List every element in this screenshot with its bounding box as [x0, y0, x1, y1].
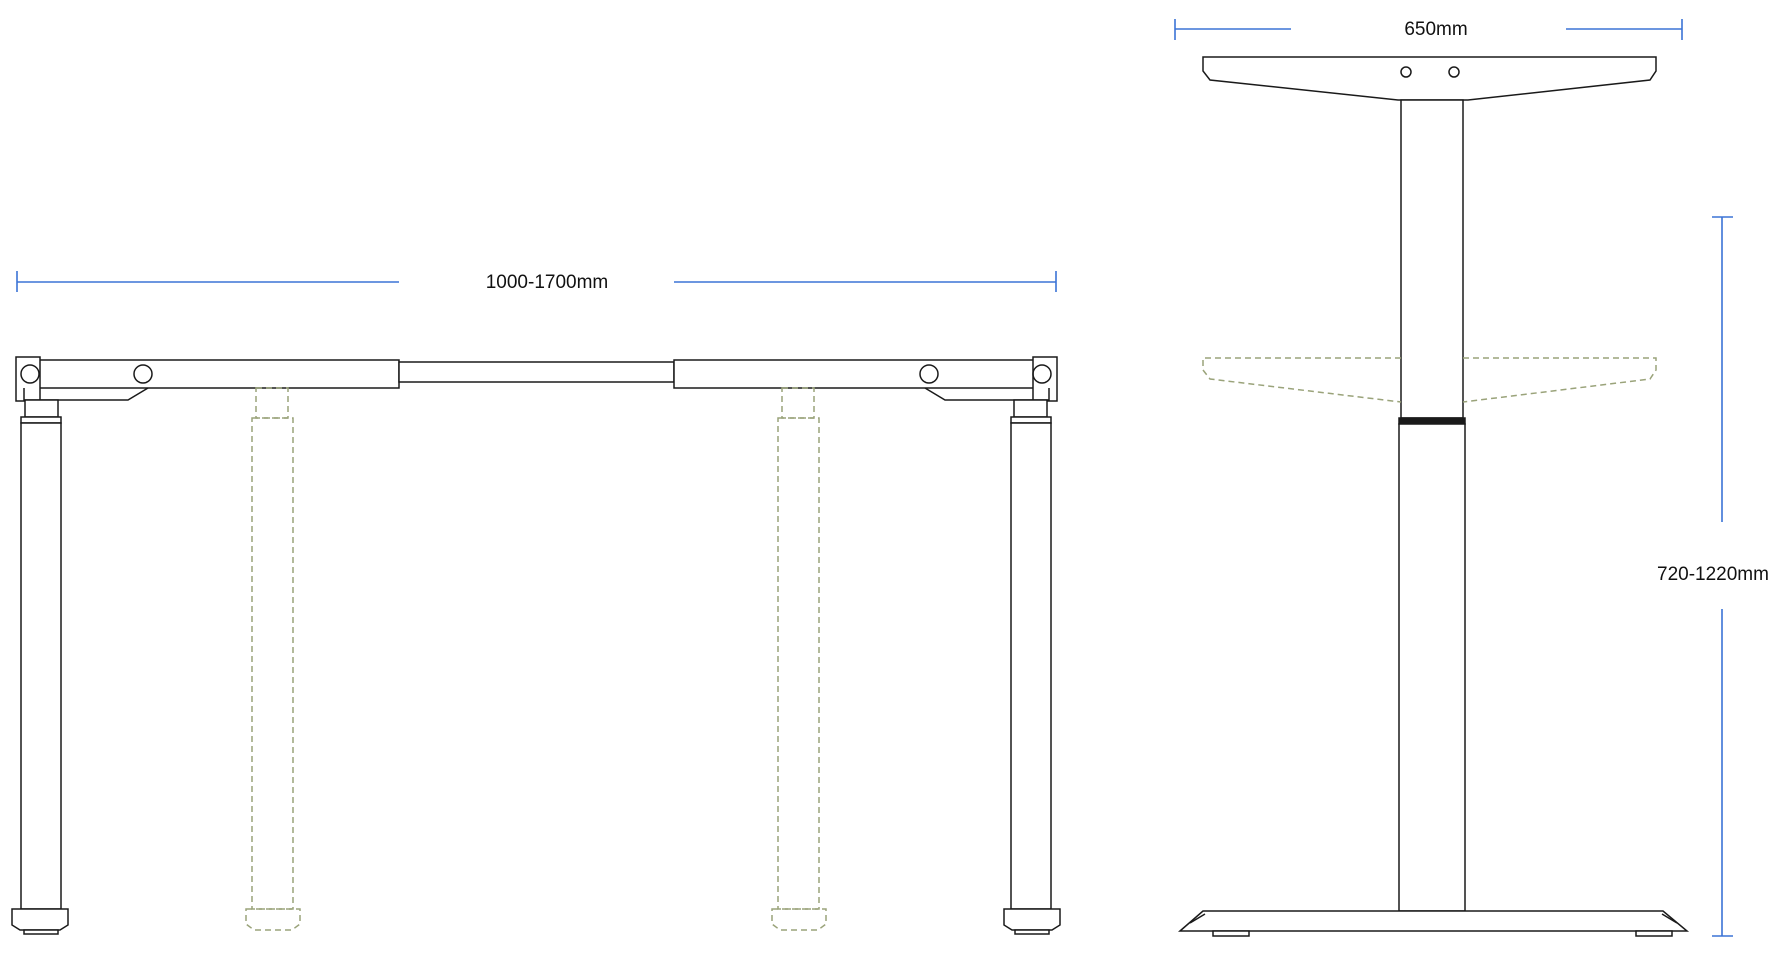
- height-dimension: [1712, 216, 1733, 937]
- foot-pad: [1635, 930, 1673, 937]
- front-view: 1000-1700mm: [11, 271, 1061, 935]
- right-bracket: [924, 387, 1050, 401]
- ghost-leg-left: [245, 387, 301, 931]
- mount-hole: [1032, 364, 1052, 384]
- beam-right-section: [673, 359, 1056, 389]
- width-label: 1000-1700mm: [486, 272, 609, 293]
- beam-center-tube: [398, 361, 675, 383]
- height-label: 720-1220mm: [1657, 564, 1769, 585]
- mount-hole: [133, 364, 153, 384]
- left-bracket: [23, 387, 149, 401]
- top-bracket: [1202, 56, 1657, 101]
- right-leg: [1003, 399, 1061, 935]
- mount-hole: [20, 364, 40, 384]
- upper-column: [1400, 99, 1464, 419]
- left-leg: [11, 399, 69, 935]
- ghost-top-bracket: [1202, 357, 1657, 403]
- mount-hole: [919, 364, 939, 384]
- mount-hole: [1400, 66, 1412, 78]
- column-collar: [1398, 417, 1466, 425]
- right-end-cap: [1032, 356, 1058, 402]
- left-end-cap: [15, 356, 41, 402]
- depth-dimension: [1174, 19, 1683, 40]
- beam-left-section: [17, 359, 400, 389]
- lower-column: [1398, 423, 1466, 912]
- foot-pad: [1212, 930, 1250, 937]
- width-dimension: [16, 271, 1057, 292]
- depth-label: 650mm: [1404, 19, 1467, 40]
- ghost-leg-right: [771, 387, 827, 931]
- foot-base: [1177, 910, 1690, 932]
- mount-hole: [1448, 66, 1460, 78]
- side-view: 650mm 720-1220mm: [1174, 19, 1769, 937]
